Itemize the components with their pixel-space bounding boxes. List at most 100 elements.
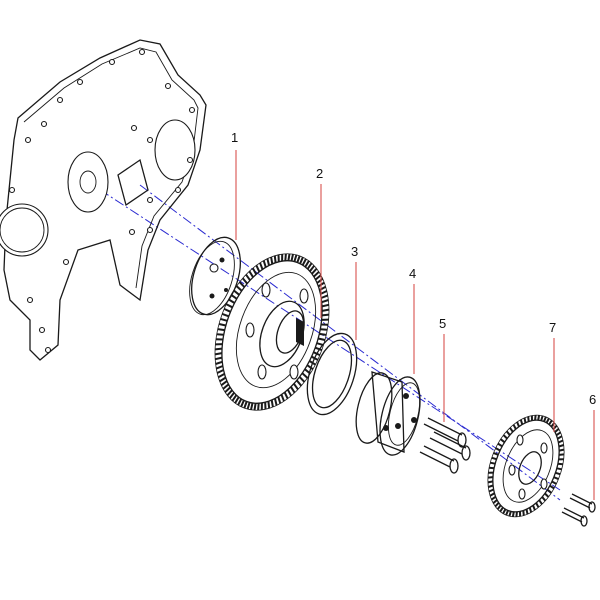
gear-tooth — [319, 332, 327, 336]
gear-tooth — [558, 448, 565, 452]
gear-7-hub — [518, 451, 542, 485]
gear-tooth — [233, 289, 240, 296]
gear-tooth — [217, 373, 225, 379]
bolt-hole — [24, 136, 32, 144]
gear-tooth — [219, 376, 227, 383]
shaft-flange — [379, 376, 421, 456]
gear-tooth — [293, 383, 299, 390]
gear-tooth — [538, 499, 543, 505]
gear-tooth — [215, 360, 223, 365]
plate-hub-center — [79, 170, 97, 194]
callout-5: 5 — [439, 316, 446, 331]
gear-tooth — [558, 453, 565, 456]
gear-tooth — [228, 298, 236, 304]
gear-tooth — [287, 253, 291, 261]
gear-tooth — [488, 488, 494, 493]
bolt-hole — [76, 78, 84, 86]
gear-tooth — [246, 402, 251, 410]
washer-edge — [189, 240, 235, 316]
gear-tooth — [487, 480, 494, 484]
gear-tooth — [274, 398, 278, 406]
gear-tooth — [492, 499, 498, 504]
gear-tooth — [519, 419, 524, 425]
bolt — [419, 445, 459, 474]
web-hole — [245, 322, 255, 338]
gear-tooth — [243, 401, 248, 409]
gear-tooth — [554, 428, 560, 433]
screw — [569, 493, 596, 513]
gear-tooth — [309, 265, 315, 272]
bolt-hole — [128, 228, 136, 236]
gear-tooth — [224, 386, 231, 393]
gear-tooth — [223, 307, 231, 313]
gear-tooth — [527, 416, 530, 422]
bolt — [423, 417, 467, 448]
gear-tooth — [253, 403, 257, 411]
gear-tooth-tip-circle — [214, 253, 330, 411]
gear-tooth — [231, 394, 238, 402]
gear-tooth — [508, 511, 512, 517]
web-hole — [518, 488, 526, 500]
gear-tooth — [286, 389, 293, 397]
gear-tooth — [296, 379, 303, 387]
gear-7-web-holes — [508, 434, 548, 500]
gear-tooth — [505, 430, 511, 436]
gear-tooth — [511, 511, 515, 517]
gear-tooth — [553, 476, 559, 481]
gear-tooth — [528, 507, 533, 513]
gear-tooth — [532, 505, 536, 511]
gear-tooth — [537, 415, 541, 421]
gear-tooth — [234, 396, 240, 404]
callout-3: 3 — [351, 244, 358, 259]
bolt-hole — [146, 196, 154, 204]
gear-tooth — [290, 253, 294, 262]
gear-tooth — [549, 484, 555, 490]
callout-leaders — [235, 150, 595, 500]
web-hole — [508, 464, 516, 476]
gear-tooth — [489, 466, 495, 470]
washer-face — [191, 236, 241, 316]
gear-tooth — [314, 274, 322, 281]
gear-2-web — [235, 271, 317, 389]
gear-tooth — [321, 299, 329, 304]
plate-upper-bore — [154, 119, 196, 181]
web-hole — [289, 364, 299, 380]
gear-tooth — [516, 421, 520, 427]
shaft-bolt-hole — [411, 417, 417, 423]
gear-tooth — [497, 442, 503, 448]
bolt-hole — [130, 124, 138, 132]
front-plate — [0, 39, 207, 361]
gear-tooth — [555, 431, 562, 437]
bolt-hole — [62, 258, 70, 266]
part-3-shim-ring — [306, 332, 358, 416]
callout-7: 7 — [549, 320, 556, 335]
bolt-hole — [174, 186, 182, 194]
web-hole — [540, 478, 548, 490]
gear-tooth — [216, 369, 224, 374]
bolt-hole — [146, 226, 154, 234]
gear-tooth — [266, 258, 270, 266]
gear-tooth — [238, 281, 246, 288]
plate-window — [117, 158, 149, 207]
gear-tooth — [301, 372, 309, 379]
bolt-hole — [38, 326, 46, 334]
gear-tooth — [540, 415, 544, 421]
part-5-bolts — [419, 417, 471, 474]
gear-tooth — [306, 364, 314, 371]
bolt-hole — [44, 346, 52, 354]
gear-tooth — [304, 260, 310, 268]
gear-tooth — [273, 255, 277, 263]
gear-tooth — [491, 456, 497, 461]
gear-tooth — [277, 396, 282, 404]
gear-tooth — [490, 461, 496, 465]
gear-tooth — [313, 271, 320, 278]
gear-tooth — [230, 293, 238, 300]
bolt — [429, 431, 471, 461]
web-hole — [516, 434, 524, 446]
bolt-hole — [26, 296, 34, 304]
gear-tooth — [225, 303, 233, 309]
gear-tooth — [495, 447, 501, 452]
gear-tooth — [241, 277, 248, 285]
gear-tooth — [214, 347, 223, 351]
